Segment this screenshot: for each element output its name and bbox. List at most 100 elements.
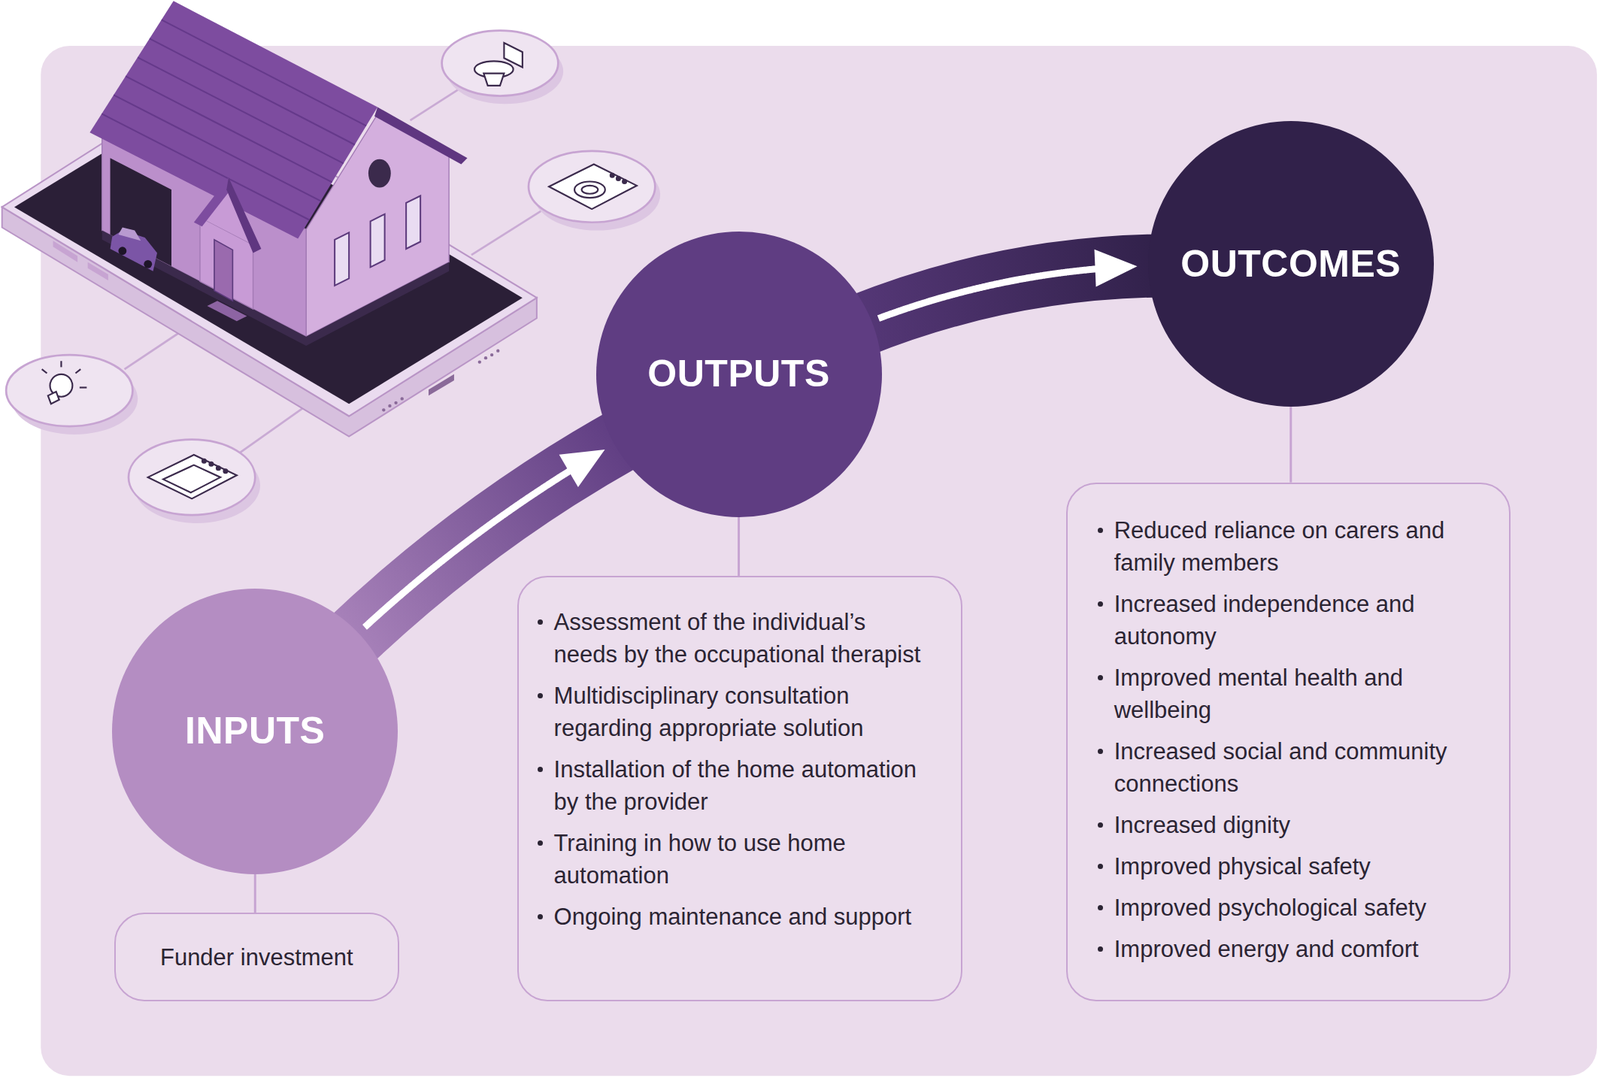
device-line [471, 211, 541, 255]
device-line [236, 406, 307, 455]
phone [393, 401, 397, 405]
house [89, 0, 467, 346]
connector-line [254, 874, 256, 913]
toilet-icon [474, 42, 523, 86]
bulb-icon [75, 369, 81, 373]
house [113, 94, 321, 201]
phone [400, 396, 404, 400]
house [101, 113, 310, 220]
bullet-dot [537, 693, 543, 699]
house [125, 75, 333, 182]
washer-icon [548, 163, 637, 210]
device-disk [528, 151, 655, 223]
bullet-dot [1097, 675, 1104, 681]
device-disk [128, 439, 255, 516]
washer-icon [622, 179, 627, 184]
arrow-head [559, 449, 606, 488]
list-text: Reduced reliance on carers and family me… [1114, 514, 1483, 579]
washer-icon [548, 163, 637, 210]
list-box: Reduced reliance on carers and family me… [1066, 482, 1510, 1003]
house [118, 246, 127, 255]
arrow-shaft [878, 269, 1097, 319]
list-item: Improved energy and comfort [1114, 933, 1483, 966]
bullet-dot [1097, 601, 1104, 607]
stage-title: OUTPUTS [647, 353, 830, 395]
oven-icon [202, 459, 207, 464]
house [368, 159, 391, 188]
connector-line [1290, 406, 1291, 482]
list-text: Assessment of the individual’s needs by … [554, 606, 923, 671]
connector-line [737, 517, 740, 577]
phone [478, 360, 482, 364]
house [226, 177, 261, 253]
list-text: Increased dignity [1114, 809, 1483, 842]
toilet-icon [483, 73, 504, 86]
list-item: Assessment of the individual’s needs by … [554, 606, 923, 671]
list-item: Improved mental health and wellbeing [1114, 661, 1483, 727]
stage-circle: OUTCOMES [1148, 121, 1434, 407]
connector-line [738, 517, 740, 577]
phone [428, 374, 455, 396]
oven-icon [223, 469, 228, 473]
bullet-dot [1097, 748, 1104, 755]
bulb-icon [48, 391, 60, 404]
list-item: Reduced reliance on carers and family me… [1114, 514, 1483, 579]
washer-icon [616, 176, 621, 181]
device-line [410, 87, 462, 121]
stage-circle: INPUTS [112, 588, 398, 875]
list-item: Training in how to use home automation [554, 827, 923, 892]
flow-band [858, 249, 1162, 327]
list-item: Improved physical safety [1114, 850, 1483, 883]
device-disk [6, 354, 133, 427]
bulb-icon [60, 360, 62, 367]
washer-icon [574, 181, 606, 198]
device-disk [442, 30, 559, 97]
phone [490, 353, 494, 357]
bulb-icon [42, 369, 48, 373]
bulb-icon [42, 360, 88, 404]
list-text: Increased independence and autonomy [1114, 587, 1483, 653]
house [334, 232, 349, 286]
oven-icon [148, 454, 237, 499]
list-item: Increased independence and autonomy [1114, 587, 1483, 653]
stage-circle: OUTPUTS [596, 231, 882, 518]
list-text: Improved mental health and wellbeing [1114, 661, 1483, 727]
phone [53, 240, 79, 262]
stage-title: INPUTS [184, 710, 325, 752]
list-text: Installation of the home automation by t… [554, 753, 923, 819]
bullet-dot [537, 766, 543, 773]
bullet-dot [1097, 863, 1104, 870]
list-text: Improved psychological safety [1114, 891, 1483, 925]
list-item: Increased dignity [1114, 809, 1483, 842]
connector-line [254, 874, 257, 913]
list-box: Assessment of the individual’s needs by … [517, 575, 963, 1002]
list-item: Improved psychological safety [1114, 891, 1483, 925]
house [207, 300, 248, 322]
bullet-dot [1097, 905, 1104, 911]
bullet-dot [537, 840, 543, 846]
house [370, 214, 385, 268]
phone [381, 408, 385, 412]
bullet-dot [1097, 822, 1104, 828]
arrow-head [1094, 249, 1138, 288]
oven-icon [209, 462, 213, 467]
list-item: Installation of the home automation by t… [554, 753, 923, 819]
box-text: Funder investment [160, 941, 354, 974]
stage-title: OUTCOMES [1180, 243, 1401, 285]
list-item: Ongoing maintenance and support [554, 900, 923, 934]
list-text: Increased social and community connectio… [1114, 735, 1483, 800]
house [193, 177, 231, 227]
oven-icon [163, 465, 221, 494]
device-line [124, 332, 180, 370]
house [118, 227, 141, 242]
phone [387, 404, 391, 408]
bullet-dot [1097, 946, 1104, 952]
phone [87, 262, 109, 281]
bullet-dot [537, 914, 543, 920]
input-box: Funder investment [114, 912, 400, 1002]
list-text: Improved physical safety [1114, 850, 1483, 883]
bullet-dot [537, 619, 543, 625]
house [406, 195, 421, 249]
phone [484, 356, 488, 360]
